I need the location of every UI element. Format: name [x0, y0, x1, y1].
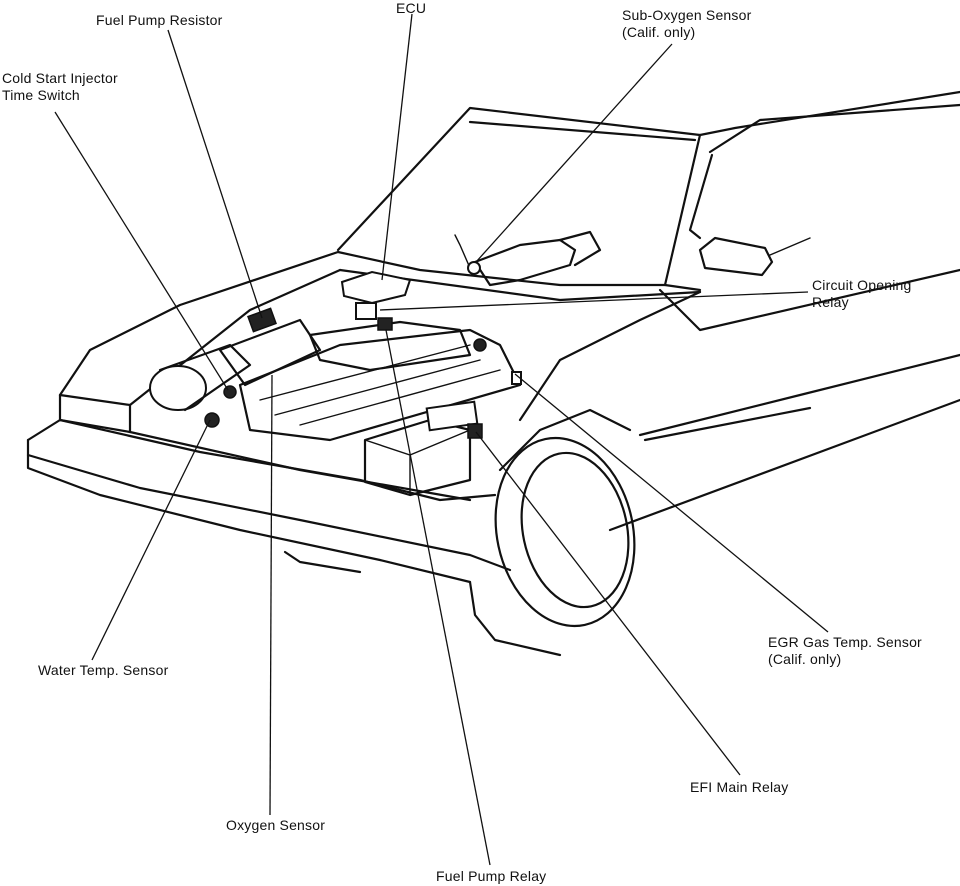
engine-bay [149, 230, 602, 497]
label-line: Water Temp. Sensor [38, 662, 169, 678]
label-line: EGR Gas Temp. Sensor [768, 634, 922, 650]
sub-oxygen-sensor-part [467, 261, 481, 275]
label-line: Sub-Oxygen Sensor [622, 7, 752, 23]
leader-lines [54, 13, 829, 866]
circuit-opening-relay-part [355, 302, 377, 320]
door-window-top [708, 103, 960, 154]
fuel-pump-relay-part [377, 317, 393, 331]
body-side-lower [608, 398, 960, 532]
label-line: (Calif. only) [622, 24, 696, 40]
label-efi-main-relay: EFI Main Relay [690, 779, 789, 796]
egr-sensor-part [473, 338, 487, 352]
leader-cold-start-switch [54, 111, 229, 391]
label-line: Oxygen Sensor [226, 817, 326, 833]
headlight-left [58, 393, 132, 434]
label-line: Fuel Pump Relay [436, 868, 547, 884]
leader-circuit-opening-relay [379, 291, 809, 311]
label-line: Cold Start Injector [2, 70, 118, 86]
label-line: EFI Main Relay [690, 779, 789, 795]
hood-top-edge [58, 250, 702, 397]
leader-oxygen-sensor [269, 374, 273, 816]
engine-block [238, 328, 522, 442]
leader-fuel-pump-resistor [167, 29, 263, 319]
egr-connector [511, 371, 522, 385]
front-wheel-outer [494, 436, 636, 628]
air-intake-end [149, 365, 207, 411]
leader-egr-sensor [514, 373, 829, 633]
fuel-pump-resistor-part [247, 307, 277, 333]
label-line: Circuit Opening [812, 277, 912, 293]
front-fender-lower [468, 580, 562, 657]
body-side-upper [658, 268, 960, 332]
leader-sub-oxygen-sensor [475, 43, 673, 263]
bumper-corner [26, 418, 62, 442]
label-egr-gas-temp-sensor: EGR Gas Temp. Sensor (Calif. only) [768, 634, 922, 668]
efi-main-relay-part [467, 423, 483, 439]
relay-box [425, 400, 479, 432]
front-wheel-inner [520, 451, 630, 609]
label-line: Relay [812, 294, 849, 310]
car-body [26, 90, 960, 657]
roof-line [698, 90, 960, 137]
label-cold-start-injector-time-switch: Cold Start Injector Time Switch [2, 70, 118, 104]
hood-right-edge [518, 290, 702, 422]
exhaust-pipe [558, 230, 602, 267]
label-line: ECU [396, 0, 427, 16]
bumper-vent [283, 550, 362, 574]
wheel-arch [498, 408, 632, 472]
label-line: Time Switch [2, 87, 80, 103]
engine-rib-1 [259, 344, 471, 401]
a-pillar [688, 153, 714, 240]
engine-rib-3 [299, 369, 501, 426]
engine-rib-2 [274, 359, 481, 416]
grille-line [128, 430, 472, 502]
air-intake-body [158, 343, 252, 412]
intake-manifold [308, 320, 472, 372]
hood-cowl [338, 268, 702, 302]
label-sub-oxygen-sensor: Sub-Oxygen Sensor (Calif. only) [622, 7, 751, 41]
ecu-unit [340, 270, 412, 305]
body-side-trim [638, 353, 960, 437]
cold-start-switch-part [223, 385, 237, 399]
leader-water-temp-sensor [91, 419, 211, 661]
label-ecu: ECU [396, 0, 426, 17]
side-mirror [698, 236, 774, 277]
label-fuel-pump-relay: Fuel Pump Relay [436, 868, 546, 885]
label-line: (Calif. only) [768, 651, 842, 667]
sub-o2-wire [454, 234, 471, 269]
leader-fuel-pump-relay [385, 329, 491, 866]
label-water-temp-sensor: Water Temp. Sensor [38, 662, 168, 679]
leader-ecu [381, 13, 413, 281]
front-bumper-bottom [26, 438, 472, 584]
intake-tube [218, 318, 322, 387]
label-fuel-pump-resistor: Fuel Pump Resistor [96, 12, 223, 29]
battery-top [364, 429, 471, 456]
front-bumper-mid [26, 453, 512, 572]
windshield-frame [336, 106, 702, 287]
leader-efi-main-relay [475, 431, 741, 776]
windshield-top [468, 120, 697, 142]
catalytic-converter [473, 238, 577, 287]
body-side-trim2 [643, 406, 812, 442]
label-circuit-opening-relay: Circuit Opening Relay [812, 277, 912, 311]
label-line: Fuel Pump Resistor [96, 12, 223, 28]
door-line [769, 237, 811, 256]
label-oxygen-sensor: Oxygen Sensor [226, 817, 325, 834]
